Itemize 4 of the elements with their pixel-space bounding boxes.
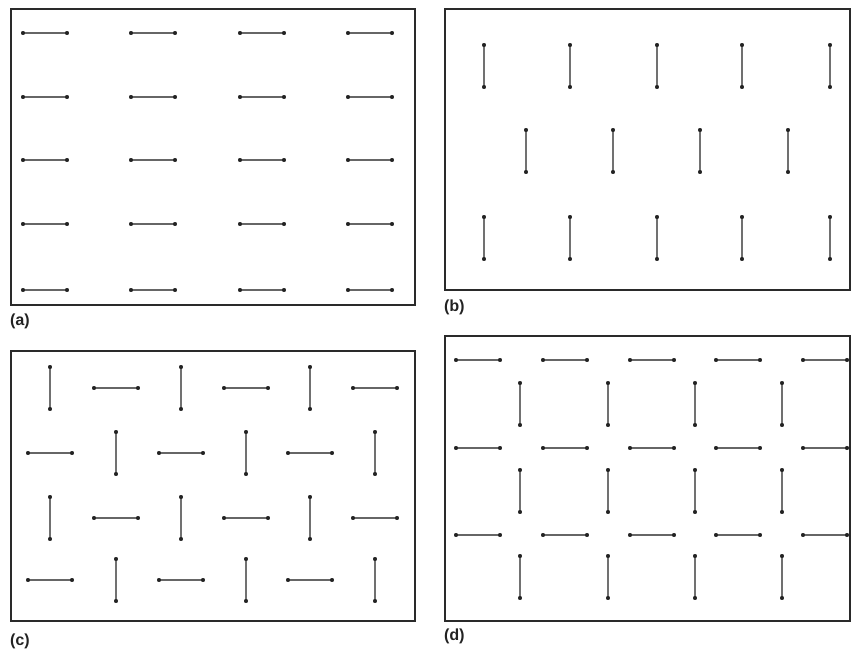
panel-label: (c) bbox=[10, 632, 30, 650]
panel-label: (d) bbox=[444, 627, 464, 645]
panel-label: (a) bbox=[10, 312, 30, 330]
panel-label: (b) bbox=[444, 298, 464, 316]
